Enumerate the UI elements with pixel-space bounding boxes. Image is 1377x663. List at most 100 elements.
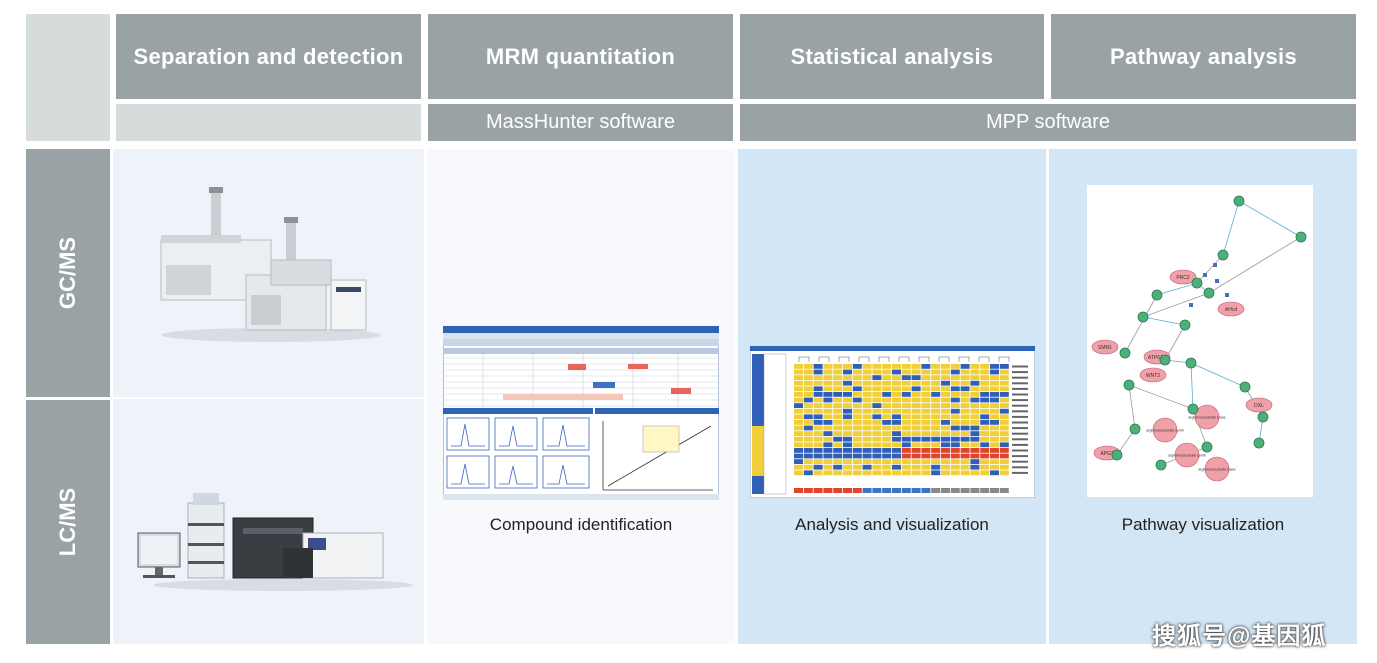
column-header-pathway-label: Pathway analysis <box>1109 43 1297 69</box>
heatmap-cell <box>803 392 813 397</box>
heatmap-cell <box>931 431 941 436</box>
heatmap-cell <box>980 420 990 425</box>
instruments-panel <box>113 149 424 644</box>
pathway-enzyme-node: PRC2 <box>1169 269 1197 285</box>
heatmap-cell <box>843 436 852 442</box>
heatmap-cell <box>892 453 901 459</box>
heatmap-cell <box>852 442 862 448</box>
heatmap-cell <box>794 464 803 470</box>
heatmap-cell <box>970 397 980 403</box>
lcms-instrument-image <box>137 493 413 591</box>
heatmap-cell <box>892 442 901 448</box>
pathway-network-image: PRC2AHcdSMN1ATP6ALWNT2APG2DXLargininosuc… <box>1091 195 1307 482</box>
heatmap-cell <box>794 408 803 414</box>
header-corner <box>26 14 110 141</box>
heatmap-cell <box>892 464 901 470</box>
heatmap-cell <box>960 459 970 464</box>
heatmap-cell <box>813 375 823 380</box>
heatmap-cell <box>970 425 980 431</box>
heatmap-cell <box>990 420 999 425</box>
pathway-compound-node <box>1119 347 1131 359</box>
heatmap-cell <box>862 436 872 442</box>
row-label-gcms: GC/MS <box>26 149 110 397</box>
heatmap-cell <box>921 459 931 464</box>
heatmap-cell <box>911 408 921 414</box>
heatmap-cell <box>892 375 901 380</box>
heatmap-cell <box>921 425 931 431</box>
heatmap-cell <box>813 425 823 431</box>
heatmap-cell <box>813 414 823 420</box>
caption-pathway: Pathway visualization <box>1121 515 1285 534</box>
heatmap-cell <box>990 408 999 414</box>
heatmap-cell <box>990 470 999 476</box>
heatmap-cell <box>970 448 980 453</box>
heatmap-cell <box>803 375 813 380</box>
heatmap-cell <box>823 414 833 420</box>
heatmap-cell <box>794 403 803 408</box>
heatmap-cell <box>980 448 990 453</box>
heatmap-cell <box>833 436 843 442</box>
heatmap-cell <box>794 436 803 442</box>
heatmap-cell <box>901 380 911 386</box>
heatmap-cell <box>941 453 950 459</box>
heatmap-cell <box>882 397 892 403</box>
heatmap-cell <box>862 425 872 431</box>
row-label-lcms: LC/MS <box>26 400 110 644</box>
heatmap-cell <box>892 369 901 375</box>
heatmap-cell <box>999 369 1009 375</box>
heatmap-cell <box>921 408 931 414</box>
heatmap-cell <box>970 364 980 369</box>
heatmap-cell <box>852 448 862 453</box>
heatmap-cell <box>950 453 960 459</box>
heatmap-cell <box>882 436 892 442</box>
heatmap-cell <box>833 425 843 431</box>
heatmap-cell <box>911 464 921 470</box>
heatmap-cell <box>872 436 882 442</box>
heatmap-cell <box>813 431 823 436</box>
heatmap-cell <box>911 386 921 392</box>
watermark-text: 搜狐号@基因狐 <box>1152 623 1327 650</box>
software-blank <box>116 104 421 141</box>
heatmap-cell <box>833 386 843 392</box>
heatmap-cell <box>862 442 872 448</box>
heatmap-cell <box>921 380 931 386</box>
heatmap-cell <box>941 392 950 397</box>
heatmap-cell <box>882 375 892 380</box>
heatmap-cell <box>833 369 843 375</box>
heatmap-cell <box>872 431 882 436</box>
heatmap-cell <box>843 425 852 431</box>
svg-text:SMN1: SMN1 <box>1098 345 1112 351</box>
heatmap-cell <box>882 470 892 476</box>
heatmap-cell <box>931 420 941 425</box>
heatmap-cell <box>852 470 862 476</box>
heatmap-cell <box>990 380 999 386</box>
pathway-compound-node <box>1201 441 1213 453</box>
caption-compound: Compound identification <box>489 515 673 534</box>
heatmap-cell <box>931 448 941 453</box>
heatmap-cell <box>931 464 941 470</box>
heatmap-cell <box>813 369 823 375</box>
heatmap-cell <box>794 425 803 431</box>
heatmap-cell <box>999 448 1009 453</box>
heatmap-cell <box>990 414 999 420</box>
pathway-compound-node <box>1203 287 1215 299</box>
heatmap-cell <box>823 470 833 476</box>
heatmap-cell <box>931 397 941 403</box>
heatmap-cell <box>862 375 872 380</box>
heatmap-cell <box>892 414 901 420</box>
heatmap-cell <box>803 364 813 369</box>
svg-text:argininosuccinate synth: argininosuccinate synth <box>1146 429 1184 433</box>
heatmap-cell <box>803 448 813 453</box>
heatmap-cell <box>980 414 990 420</box>
heatmap-cell <box>803 470 813 476</box>
heatmap-cell <box>843 403 852 408</box>
heatmap-cell <box>901 464 911 470</box>
pathway-cluster-node: argininosuccinate synth <box>1168 442 1206 468</box>
heatmap-cell <box>892 425 901 431</box>
heatmap-cell <box>813 448 823 453</box>
heatmap-cell <box>794 380 803 386</box>
heatmap-cell <box>990 464 999 470</box>
heatmap-cell <box>911 448 921 453</box>
pathway-compound-node <box>1155 459 1167 471</box>
heatmap-cell <box>911 442 921 448</box>
